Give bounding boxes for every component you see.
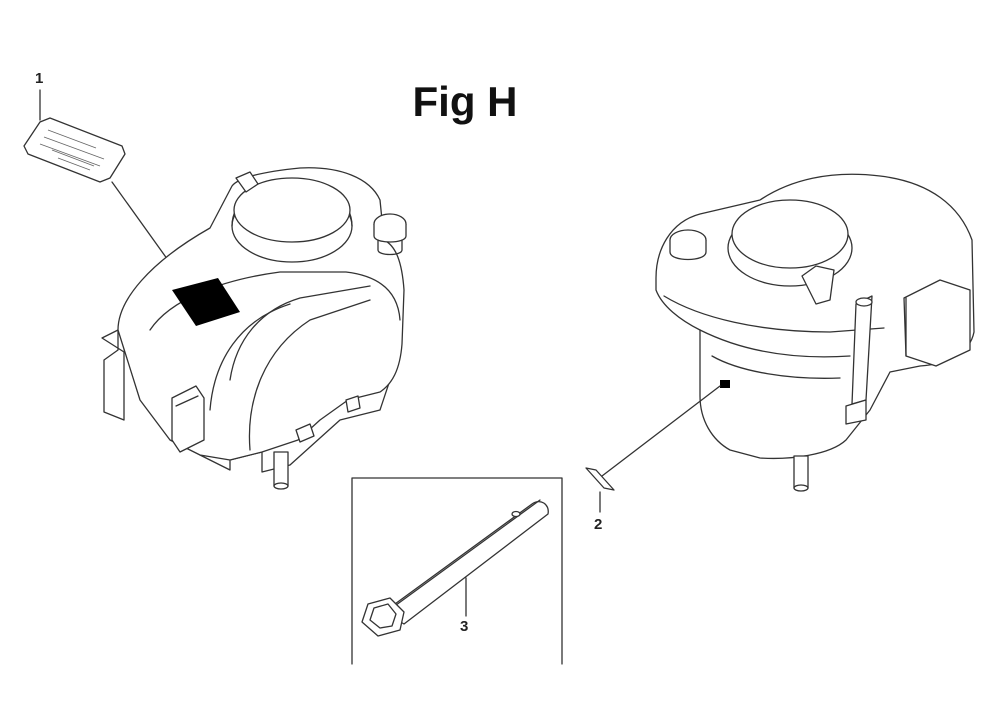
engine-label-black (172, 278, 240, 326)
engine-left (101, 167, 407, 490)
callout-3: 3 (460, 618, 469, 635)
callout-2: 2 (594, 516, 603, 533)
small-decal-part (585, 467, 615, 513)
leader-line-2 (601, 385, 721, 477)
engine-right (655, 173, 975, 492)
spark-plug-wrench (361, 499, 549, 637)
figure-title: Fig H (412, 78, 518, 125)
decal-label-part (23, 89, 126, 183)
tool-box (351, 477, 563, 665)
engine-marker (720, 380, 730, 388)
callout-1: 1 (35, 70, 44, 87)
